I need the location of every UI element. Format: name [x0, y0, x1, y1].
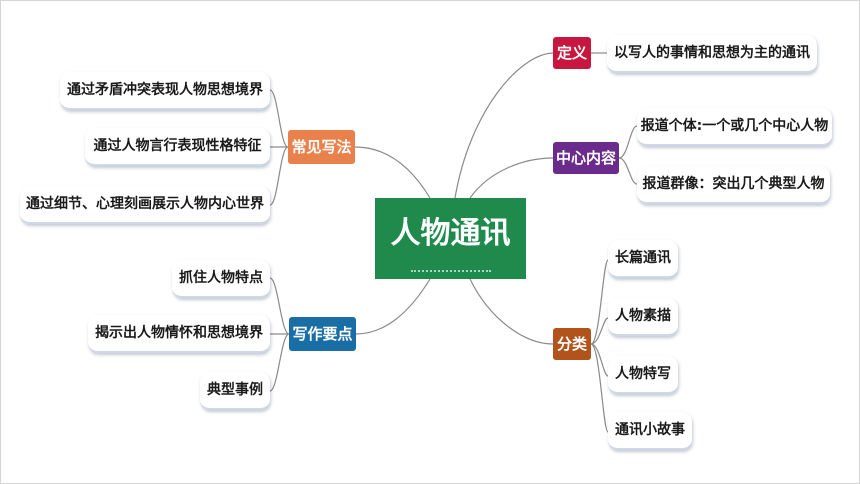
leaf-class-4[interactable]: 通讯小故事: [608, 412, 692, 450]
leaf-points-1[interactable]: 抓住人物特点: [172, 260, 270, 298]
leaf-class-3[interactable]: 人物特写: [608, 356, 678, 394]
link-core-leaves: [618, 125, 638, 185]
link-class-leaves: [590, 259, 609, 433]
leaf-points-3[interactable]: 典型事例: [200, 372, 270, 410]
link-center-definition: [454, 52, 554, 199]
branch-core-content[interactable]: 中心内容: [553, 142, 619, 174]
leaf-points-2[interactable]: 揭示出人物情怀和思想境界: [88, 315, 270, 353]
leaf-class-1[interactable]: 长篇通讯: [608, 240, 678, 278]
central-topic-title: 人物通讯: [390, 216, 511, 251]
leaf-methods-2[interactable]: 通过人物言行表现性格特征: [85, 128, 270, 166]
leaf-definition-1[interactable]: 以写人的事情和思想为主的通讯: [607, 35, 817, 73]
branch-common-methods[interactable]: 常见写法: [288, 130, 355, 164]
link-center-methods: [354, 146, 431, 199]
branch-writing-points[interactable]: 写作要点: [289, 317, 356, 351]
leaf-methods-3[interactable]: 通过细节、心理刻画展示人物内心世界: [20, 186, 270, 224]
link-center-points: [355, 278, 431, 335]
link-points-leaves: [269, 277, 290, 392]
leaf-core-1[interactable]: 报道个体:一个或几个中心人物: [637, 108, 832, 146]
leaf-class-2[interactable]: 人物素描: [608, 298, 678, 336]
leaf-methods-1[interactable]: 通过矛盾冲突表现人物思想境界: [60, 72, 270, 110]
central-topic[interactable]: 人物通讯: [375, 198, 526, 279]
branch-definition[interactable]: 定义: [553, 37, 591, 69]
link-center-core: [469, 157, 554, 199]
link-center-classification: [469, 278, 554, 345]
branch-classification[interactable]: 分类: [553, 328, 591, 360]
leaf-core-2[interactable]: 报道群像：突出几个典型人物: [637, 166, 830, 204]
link-methods-leaves: [269, 89, 289, 206]
central-topic-dots: [411, 270, 491, 272]
